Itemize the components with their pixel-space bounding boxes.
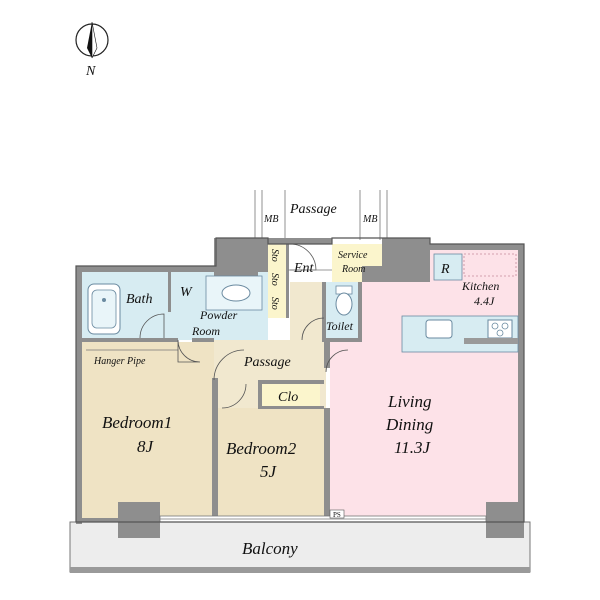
bedroom1-label-2: 8J bbox=[137, 437, 155, 456]
wall bbox=[168, 272, 171, 312]
living-label-1: Living bbox=[387, 392, 431, 411]
labels: Ent Service Room Sto Sto Sto Bath W Powd… bbox=[93, 249, 499, 519]
bedroom1-area bbox=[82, 342, 214, 522]
hanger-pipe-label: Hanger Pipe bbox=[93, 356, 146, 367]
living-label-3: 11.3J bbox=[394, 438, 431, 457]
storage-label-1: Sto bbox=[269, 249, 280, 262]
burner-icon bbox=[491, 322, 499, 330]
bath-label: Bath bbox=[126, 292, 152, 307]
wall bbox=[82, 338, 178, 342]
kitchen-label-2: 4.4J bbox=[474, 294, 495, 308]
door-swing bbox=[221, 383, 247, 409]
wall bbox=[268, 238, 332, 244]
kitchen-label-1: Kitchen bbox=[461, 279, 499, 293]
mb-right-label: MB bbox=[362, 214, 377, 225]
door-swing bbox=[325, 349, 349, 373]
refrigerator-label: R bbox=[440, 262, 450, 277]
burner-icon bbox=[496, 329, 504, 337]
living-label-2: Dining bbox=[385, 415, 433, 434]
unit-outline bbox=[75, 237, 525, 523]
refrigerator-space bbox=[433, 253, 463, 281]
column bbox=[118, 502, 160, 538]
washbasin-icon bbox=[221, 284, 251, 302]
bedroom1-label-1: Bedroom1 bbox=[102, 413, 172, 432]
ps-box bbox=[329, 509, 345, 519]
passage-mid-area bbox=[214, 340, 326, 380]
wall bbox=[76, 266, 82, 524]
wall bbox=[212, 378, 218, 522]
wall bbox=[362, 266, 382, 282]
wall bbox=[258, 380, 324, 384]
door-swing bbox=[213, 349, 245, 381]
sink-icon bbox=[425, 319, 453, 339]
stove-icon bbox=[487, 319, 513, 339]
wall bbox=[286, 244, 289, 318]
wall bbox=[76, 266, 216, 272]
door-swing bbox=[301, 317, 325, 341]
corridor-top: Passage MB MB bbox=[254, 190, 388, 240]
column bbox=[486, 502, 524, 538]
wall bbox=[322, 282, 326, 340]
closet-area bbox=[262, 384, 320, 408]
bathtub-inner bbox=[91, 289, 117, 329]
bedroom2-label-2: 5J bbox=[260, 462, 278, 481]
burner-icon bbox=[501, 322, 509, 330]
wall bbox=[322, 338, 362, 342]
drain-icon bbox=[102, 298, 106, 302]
closet-label: Clo bbox=[278, 390, 298, 405]
entrance-area bbox=[288, 244, 332, 282]
doors bbox=[139, 243, 349, 409]
powder-room-label-2: Room bbox=[191, 324, 220, 338]
toilet-bowl-icon bbox=[335, 292, 353, 316]
back-counter bbox=[464, 338, 518, 344]
toilet-label: Toilet bbox=[326, 319, 354, 333]
washer-label: W bbox=[180, 285, 193, 300]
storage-area bbox=[268, 244, 288, 318]
compass-label: N bbox=[85, 64, 96, 79]
wall bbox=[258, 380, 262, 408]
wall bbox=[324, 408, 330, 522]
washer-area bbox=[172, 274, 204, 304]
wall bbox=[428, 244, 524, 250]
compass-needle-light bbox=[91, 21, 98, 59]
bedroom2-label-1: Bedroom2 bbox=[226, 439, 297, 458]
pantry-dashed bbox=[463, 253, 517, 277]
entrance-passage-area bbox=[290, 282, 326, 340]
wall bbox=[324, 340, 330, 368]
ps-label: PS bbox=[333, 511, 341, 519]
passage-mid-label: Passage bbox=[243, 355, 291, 370]
service-room-label-1: Service bbox=[338, 250, 368, 261]
wall bbox=[382, 238, 430, 282]
door-swing bbox=[177, 339, 201, 363]
storage-label-2: Sto bbox=[269, 273, 280, 286]
wall bbox=[518, 244, 524, 522]
bedroom2-area bbox=[218, 408, 326, 522]
powder-room-label-1: Powder bbox=[199, 308, 238, 322]
compass: N bbox=[75, 21, 109, 79]
wall bbox=[82, 518, 118, 522]
service-room-label-2: Room bbox=[341, 264, 365, 275]
mb-left-label: MB bbox=[263, 214, 278, 225]
door-swing bbox=[139, 313, 165, 339]
wall bbox=[258, 406, 324, 409]
ent-label: Ent bbox=[293, 261, 315, 276]
corridor-top-label: Passage bbox=[289, 202, 337, 217]
balcony-label: Balcony bbox=[242, 539, 298, 558]
balcony-rail bbox=[70, 567, 530, 573]
storage-label-3: Sto bbox=[269, 297, 280, 310]
fixtures bbox=[86, 253, 519, 519]
wall bbox=[358, 282, 362, 340]
wall bbox=[192, 338, 214, 342]
walls bbox=[76, 238, 524, 538]
